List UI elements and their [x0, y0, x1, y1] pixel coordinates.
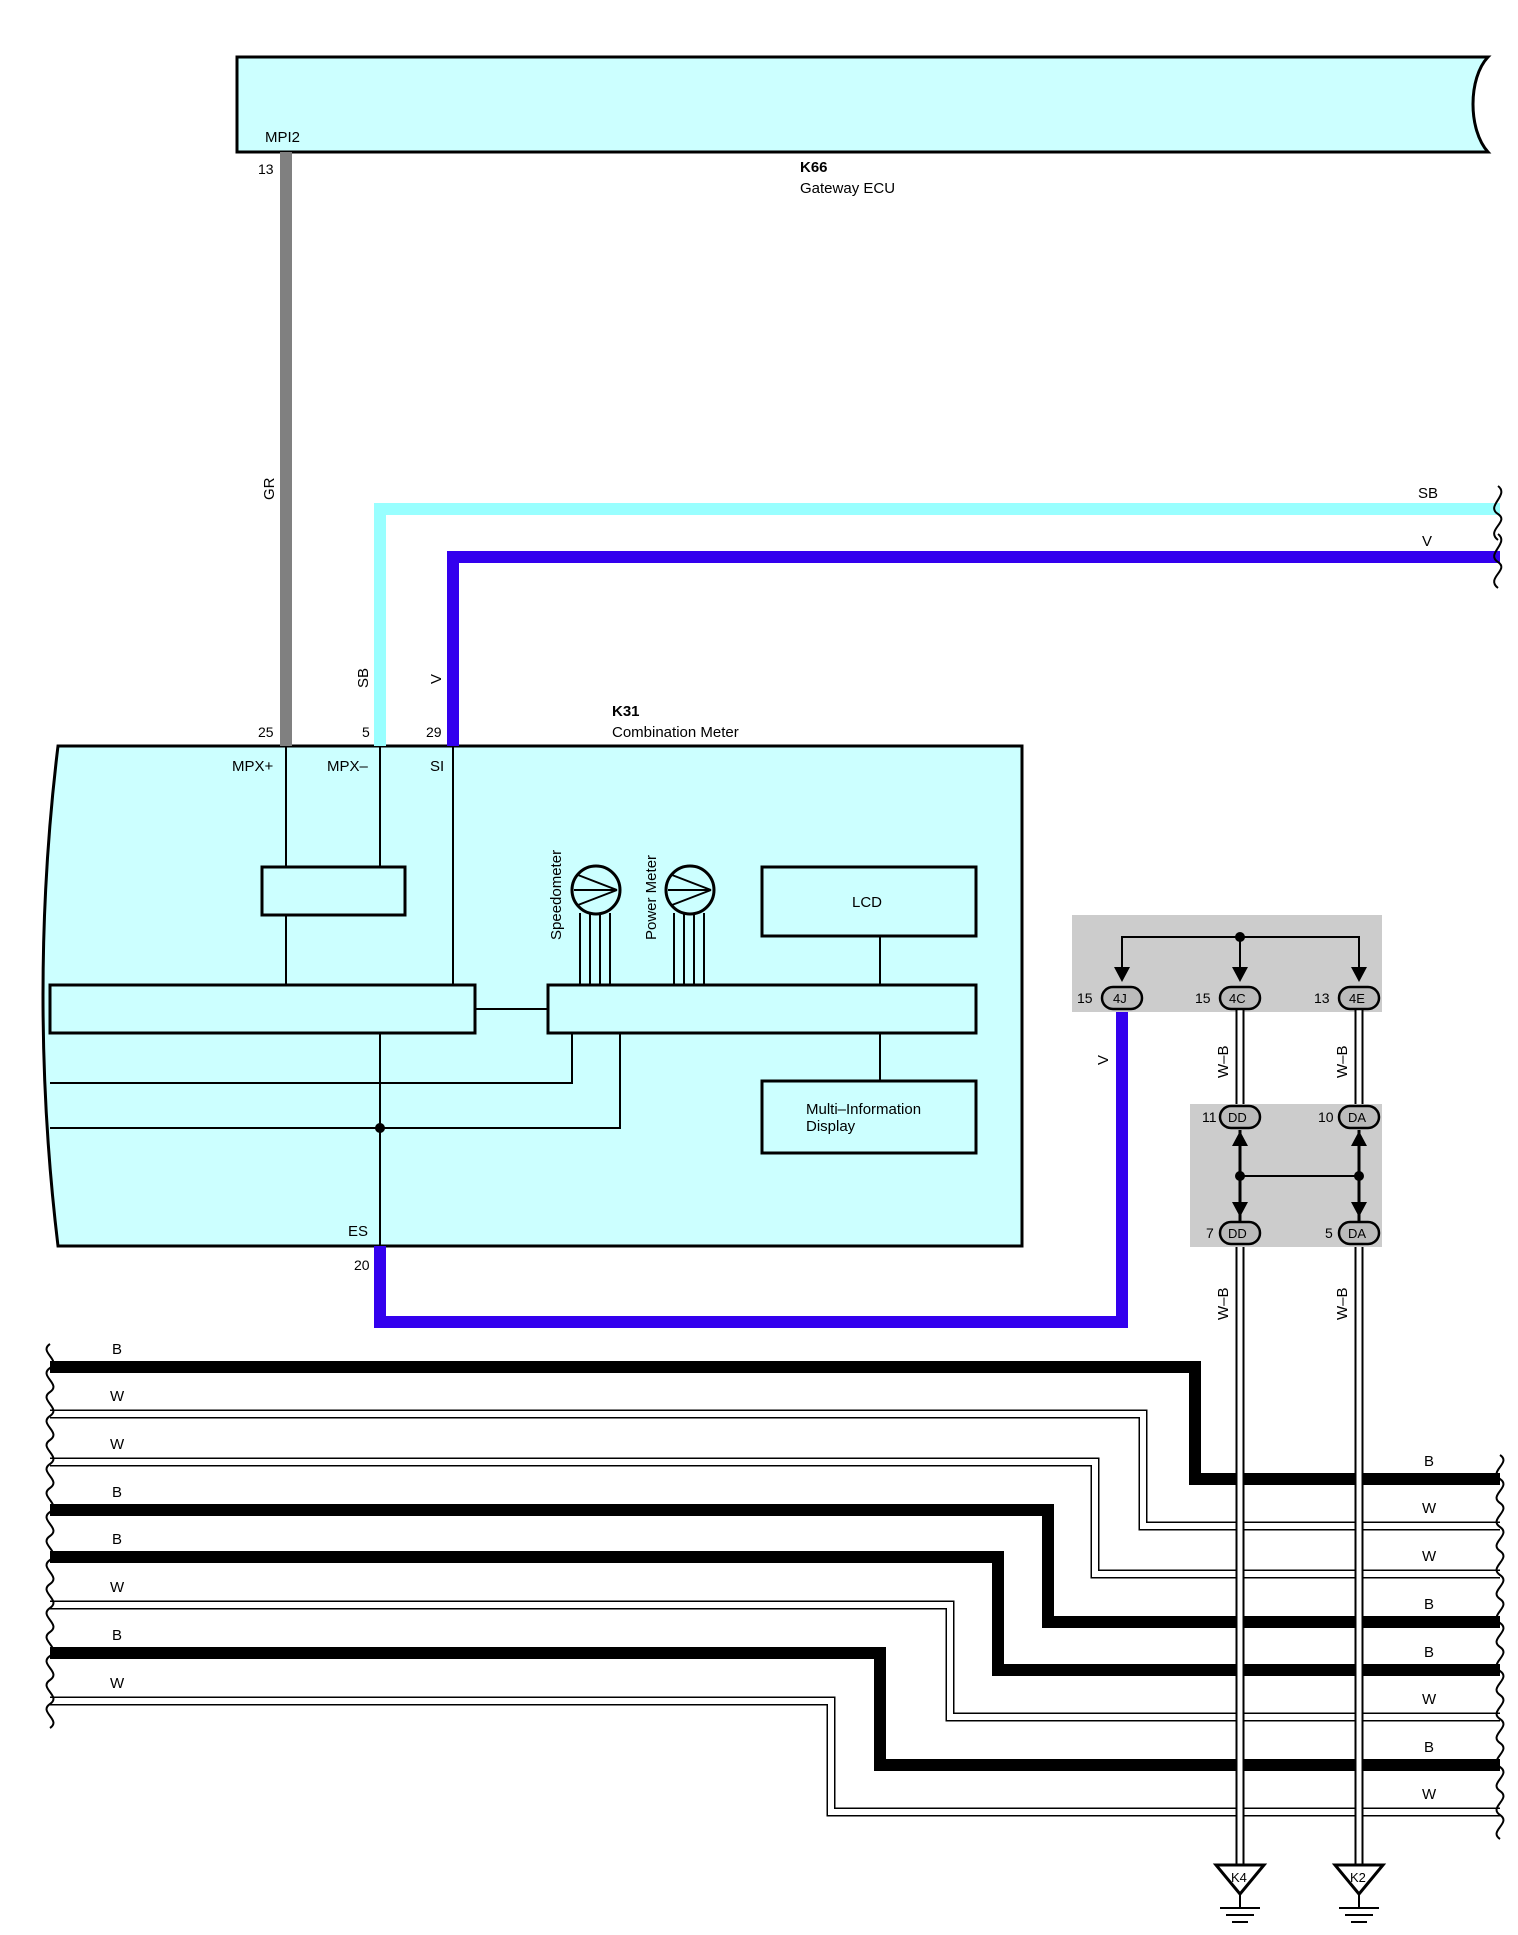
- bus-label-right-1: W: [1422, 1500, 1437, 1517]
- gateway-ecu-box: [235, 55, 1492, 154]
- connector-4j-pin: 15: [1077, 990, 1093, 1006]
- bus-label-right-7: W: [1422, 1786, 1437, 1803]
- wire-label-wb-4e: W–B: [1334, 1045, 1351, 1078]
- meter-name: Combination Meter: [612, 724, 739, 741]
- svg-text:4E: 4E: [1349, 991, 1365, 1006]
- ground-splice-dot: [375, 1123, 385, 1133]
- bus-label-right-2: W: [1422, 1548, 1437, 1565]
- ground-k4-label: K4: [1231, 1870, 1247, 1885]
- wire-break-v: [1493, 533, 1503, 589]
- wire-label-v-vertical: V: [428, 674, 445, 684]
- bus-w-wires: [50, 1409, 1500, 1817]
- connector-dd-top: DD 11: [1202, 1104, 1262, 1130]
- connector-da-top: DA 10: [1318, 1104, 1381, 1130]
- ground-k4: [1212, 1863, 1268, 1923]
- bus-label-right-0: B: [1424, 1453, 1434, 1470]
- combination-meter: K31 Combination Meter 25 5 29 20 MPX+ MP…: [48, 703, 978, 1273]
- connector-dd-bottom: DD 7: [1206, 1220, 1262, 1246]
- speedometer-gauge: [570, 864, 622, 985]
- cpu-bar-left: [48, 983, 477, 1035]
- wire-label-v-right: V: [1422, 533, 1432, 550]
- bus-wires: [50, 1361, 1500, 1817]
- bus-label-left-6: B: [112, 1627, 122, 1644]
- pin-mpx-minus: 5: [362, 724, 370, 740]
- bus-label-right-5: W: [1422, 1691, 1437, 1708]
- svg-text:DD: DD: [1228, 1110, 1247, 1125]
- wire-sb: [374, 503, 1500, 746]
- lcd-label: LCD: [852, 894, 882, 911]
- svg-text:4C: 4C: [1229, 991, 1246, 1006]
- pin-mpx-plus: 25: [258, 724, 274, 740]
- gateway-terminal-mpi2: MPI2: [265, 129, 300, 146]
- wire-es-v: [374, 1012, 1128, 1328]
- gateway-ecu-code: K66: [800, 159, 828, 176]
- svg-text:DD: DD: [1228, 1226, 1247, 1241]
- pin-si: 29: [426, 724, 442, 740]
- wb-wires-front: [1235, 1340, 1364, 1865]
- multi-information-display-box: [760, 1079, 978, 1155]
- wire-label-wb-4c: W–B: [1215, 1045, 1232, 1078]
- gateway-ecu-name: Gateway ECU: [800, 180, 895, 197]
- bus-label-left-7: W: [110, 1675, 125, 1692]
- meter-code: K31: [612, 703, 640, 720]
- bus-label-left-5: W: [110, 1579, 125, 1596]
- ground-k2: [1331, 1863, 1387, 1923]
- terminal-mpx-plus: MPX+: [232, 758, 274, 775]
- wire-label-sb-right: SB: [1418, 485, 1438, 502]
- ground-k2-label: K2: [1350, 1870, 1366, 1885]
- cpu-bar-right: [546, 983, 978, 1035]
- wire-label-wb-dd: W–B: [1215, 1287, 1232, 1320]
- bus-label-right-6: B: [1424, 1739, 1434, 1756]
- pin-es: 20: [354, 1257, 370, 1273]
- speedometer-label: Speedometer: [548, 850, 565, 940]
- bus-label-left-4: B: [112, 1531, 122, 1548]
- connector-da-bottom: DA 5: [1325, 1220, 1381, 1246]
- bus-wire-breaks: [45, 1343, 1505, 1840]
- connector-dd-bottom-pin: 7: [1206, 1225, 1214, 1241]
- svg-text:DA: DA: [1348, 1110, 1366, 1125]
- wire-label-wb-da: W–B: [1334, 1287, 1351, 1320]
- wire-v: [447, 551, 1500, 746]
- bus-label-left-3: B: [112, 1484, 122, 1501]
- connector-4e-pin: 13: [1314, 990, 1330, 1006]
- mid-label-line1: Multi–Information: [806, 1101, 921, 1118]
- bus-labels-right: B W W B B W B W: [1422, 1453, 1437, 1803]
- bus-label-right-4: B: [1424, 1644, 1434, 1661]
- internal-link-b: [50, 1033, 621, 1129]
- bus-b-wires: [50, 1361, 1500, 1771]
- communication-ic-box: [260, 865, 407, 917]
- wire-label-v-junction: V: [1095, 1055, 1112, 1065]
- gateway-pin-13: 13: [258, 161, 274, 177]
- bus-label-left-2: W: [110, 1436, 125, 1453]
- bus-label-left-1: W: [110, 1388, 125, 1405]
- terminal-si: SI: [430, 758, 444, 775]
- bus-labels-left: B W W B B W B W: [110, 1341, 125, 1692]
- terminal-mpx-minus: MPX–: [327, 758, 369, 775]
- bus-label-right-3: B: [1424, 1596, 1434, 1613]
- power-meter-gauge: [664, 864, 716, 985]
- wire-label-gr: GR: [261, 477, 278, 500]
- connector-4e: 4E 13: [1314, 985, 1381, 1011]
- lcd-box: [760, 865, 978, 938]
- connector-4c-pin: 15: [1195, 990, 1211, 1006]
- mid-label-line2: Display: [806, 1118, 856, 1135]
- wire-label-sb-vertical: SB: [355, 668, 372, 688]
- wire-break-sb: [1493, 485, 1503, 541]
- bus-label-left-0: B: [112, 1341, 122, 1358]
- svg-text:DA: DA: [1348, 1226, 1366, 1241]
- connector-4c: 4C 15: [1195, 985, 1262, 1011]
- terminal-es: ES: [348, 1223, 368, 1240]
- connector-da-bottom-pin: 5: [1325, 1225, 1333, 1241]
- power-meter-label: Power Meter: [643, 855, 660, 940]
- connector-da-top-pin: 10: [1318, 1109, 1334, 1125]
- connector-dd-top-pin: 11: [1202, 1109, 1217, 1125]
- connector-4j: 4J 15: [1077, 985, 1144, 1011]
- internal-link-a: [50, 1033, 573, 1084]
- gateway-ecu: MPI2 13 K66 Gateway ECU: [235, 55, 1492, 197]
- svg-text:4J: 4J: [1113, 991, 1127, 1006]
